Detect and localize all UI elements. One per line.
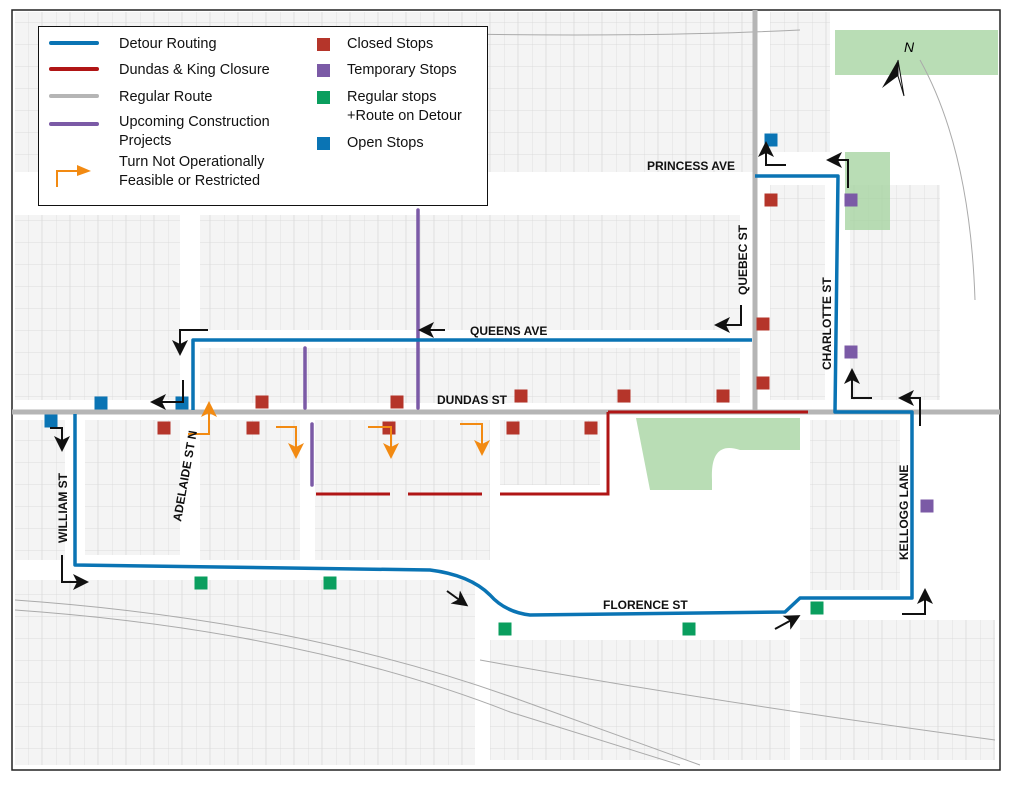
north-arrow-icon: N (882, 39, 915, 97)
regular-stop (810, 601, 824, 615)
detour-route (73, 174, 914, 617)
restricted-turn-icon (276, 426, 304, 459)
legend-item-regular-route: Regular Route (49, 88, 213, 108)
construction-lines (303, 208, 420, 487)
legend-item-detour: Detour Routing (49, 35, 217, 55)
legend-item-regular-stops: Regular stops +Route on Detour (317, 88, 487, 126)
street-label-queens: QUEENS AVE (470, 324, 547, 338)
north-label: N (904, 39, 915, 55)
regular-stop (682, 622, 696, 636)
closed-stop (617, 389, 631, 403)
street-label-princess: PRINCESS AVE (647, 159, 735, 173)
closure-route (316, 410, 808, 496)
turn-arrows (50, 141, 933, 630)
stops-layer (44, 133, 934, 636)
arrow-icon (61, 555, 89, 590)
arrow-icon (774, 615, 801, 630)
arrow-icon (714, 305, 742, 333)
open-stop (44, 414, 58, 428)
closed-stop (514, 389, 528, 403)
legend-label: Regular Route (119, 89, 213, 105)
arrow-icon (446, 590, 469, 607)
arrow-icon (758, 141, 786, 166)
closed-stop (764, 193, 778, 207)
temporary-stop (844, 345, 858, 359)
arrow-icon (898, 390, 921, 426)
open-stop (94, 396, 108, 410)
temporary-stop (920, 499, 934, 513)
legend-label: Temporary Stops (347, 62, 457, 78)
arrow-icon (902, 588, 933, 615)
arrow-icon (844, 368, 872, 399)
temporary-stop (844, 193, 858, 207)
legend-label: Dundas & King Closure (119, 62, 270, 78)
legend-label: Detour Routing (119, 36, 217, 52)
street-label-charlotte: CHARLOTTE ST (820, 277, 834, 370)
restricted-turn-arrows (188, 401, 490, 459)
closed-stop (246, 421, 260, 435)
legend-item-closed-stops: Closed Stops (317, 35, 433, 55)
closed-stop (756, 317, 770, 331)
street-label-dundas: DUNDAS ST (437, 393, 508, 407)
restricted-turn-icon (368, 426, 399, 459)
legend-label: Turn Not Operationally Feasible or Restr… (119, 154, 265, 189)
open-stop (764, 133, 778, 147)
arrow-icon (150, 380, 184, 410)
closed-stop (157, 421, 171, 435)
legend-item-closure: Dundas & King Closure (49, 61, 270, 81)
street-label-quebec: QUEBEC ST (736, 224, 750, 295)
restricted-turn-icon (56, 165, 91, 187)
regular-stop (498, 622, 512, 636)
restricted-turn-icon (188, 401, 217, 435)
closed-stop (756, 376, 770, 390)
closed-stop (255, 395, 269, 409)
legend-item-open-stops: Open Stops (317, 134, 424, 154)
street-label-william: WILLIAM ST (56, 472, 70, 543)
legend-item-construction: Upcoming Construction Projects (49, 113, 299, 151)
arrow-icon (172, 329, 208, 356)
arrow-icon (50, 427, 70, 452)
map-legend: Detour Routing Dundas & King Closure Reg… (38, 26, 488, 206)
restricted-turn-icon (460, 423, 490, 456)
closed-stop (390, 395, 404, 409)
legend-label: Closed Stops (347, 36, 434, 52)
legend-label: Regular stops +Route on Detour (347, 89, 462, 124)
arrow-icon (826, 152, 849, 188)
legend-label: Open Stops (347, 135, 424, 151)
regular-stop (323, 576, 337, 590)
legend-label: Upcoming Construction Projects (119, 114, 270, 149)
closed-stop (716, 389, 730, 403)
closed-stop (584, 421, 598, 435)
street-label-florence: FLORENCE ST (603, 598, 688, 612)
legend-item-restricted-turn: Turn Not Operationally Feasible or Restr… (49, 153, 309, 191)
closed-stop (506, 421, 520, 435)
parks (636, 30, 998, 490)
regular-stop (194, 576, 208, 590)
legend-item-temporary-stops: Temporary Stops (317, 61, 457, 81)
street-label-kellogg: KELLOGG LANE (897, 465, 911, 560)
